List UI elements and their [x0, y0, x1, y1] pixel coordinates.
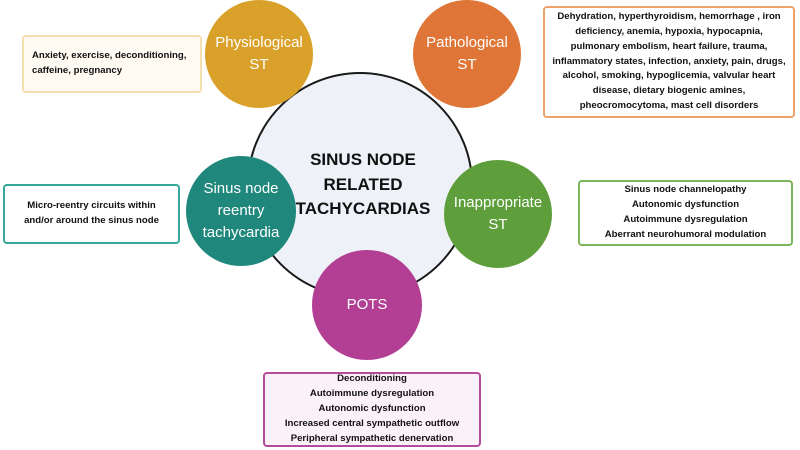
box-reentry-causes: Micro-reentry circuits within and/or aro…: [3, 184, 180, 244]
box-line: Micro-reentry circuits within: [27, 200, 156, 212]
node-inappropriate-st: Inappropriate ST: [444, 160, 552, 268]
box-line: Deconditioning: [337, 373, 407, 385]
box-line: caffeine, pregnancy: [32, 65, 123, 76]
box-line: Sinus node channelopathy: [624, 184, 747, 196]
box-line: deficiency, anemia, hypoxia, hypocapnia,: [575, 25, 763, 37]
box-line: disease, dietary biogenic amines,: [592, 85, 746, 97]
box-inappropriate-causes: Sinus node channelopathy Autonomic dysfu…: [578, 180, 793, 246]
box-line: and/or around the sinus node: [24, 215, 159, 226]
box-line: Aberrant neurohumoral modulation: [604, 228, 767, 240]
box-line: inflammatory states, infection, anxiety,…: [552, 55, 786, 67]
node-physiological-st: Physiological ST: [205, 0, 313, 108]
box-line: Autonomic dysfunction: [631, 199, 740, 211]
node-pathological-st: Pathological ST: [413, 0, 521, 108]
box-line: pheocromocytoma, mast cell disorders: [579, 100, 759, 112]
box-pathological-causes: Dehydration, hyperthyroidism, hemorrhage…: [543, 6, 795, 118]
box-line: Anxiety, exercise, deconditioning,: [32, 50, 187, 62]
box-pots-causes: Deconditioning Autoimmune dysregulation …: [263, 372, 481, 447]
box-line: Increased central sympathetic outflow: [284, 417, 460, 429]
center-title: SINUS NODE RELATED TACHYCARDIAS: [295, 150, 431, 219]
box-line: Autoimmune dysregulation: [623, 214, 748, 225]
box-line: Autonomic dysfunction: [318, 403, 426, 415]
box-line: Autoimmune dysregulation: [309, 388, 435, 400]
box-physiological-causes: Anxiety, exercise, deconditioning, caffe…: [22, 35, 202, 93]
box-line: pulmonary embolism, heart failure, traum…: [570, 40, 768, 52]
node-sinus-node-reentry: Sinus node reentry tachycardia: [186, 156, 296, 266]
box-line: alcohol, smoking, hypoglicemia, valvular…: [562, 70, 776, 82]
box-line: Peripheral sympathetic denervation: [290, 432, 454, 444]
node-pots: POTS: [312, 250, 422, 360]
box-line: Dehydration, hyperthyroidism, hemorrhage…: [557, 10, 781, 22]
